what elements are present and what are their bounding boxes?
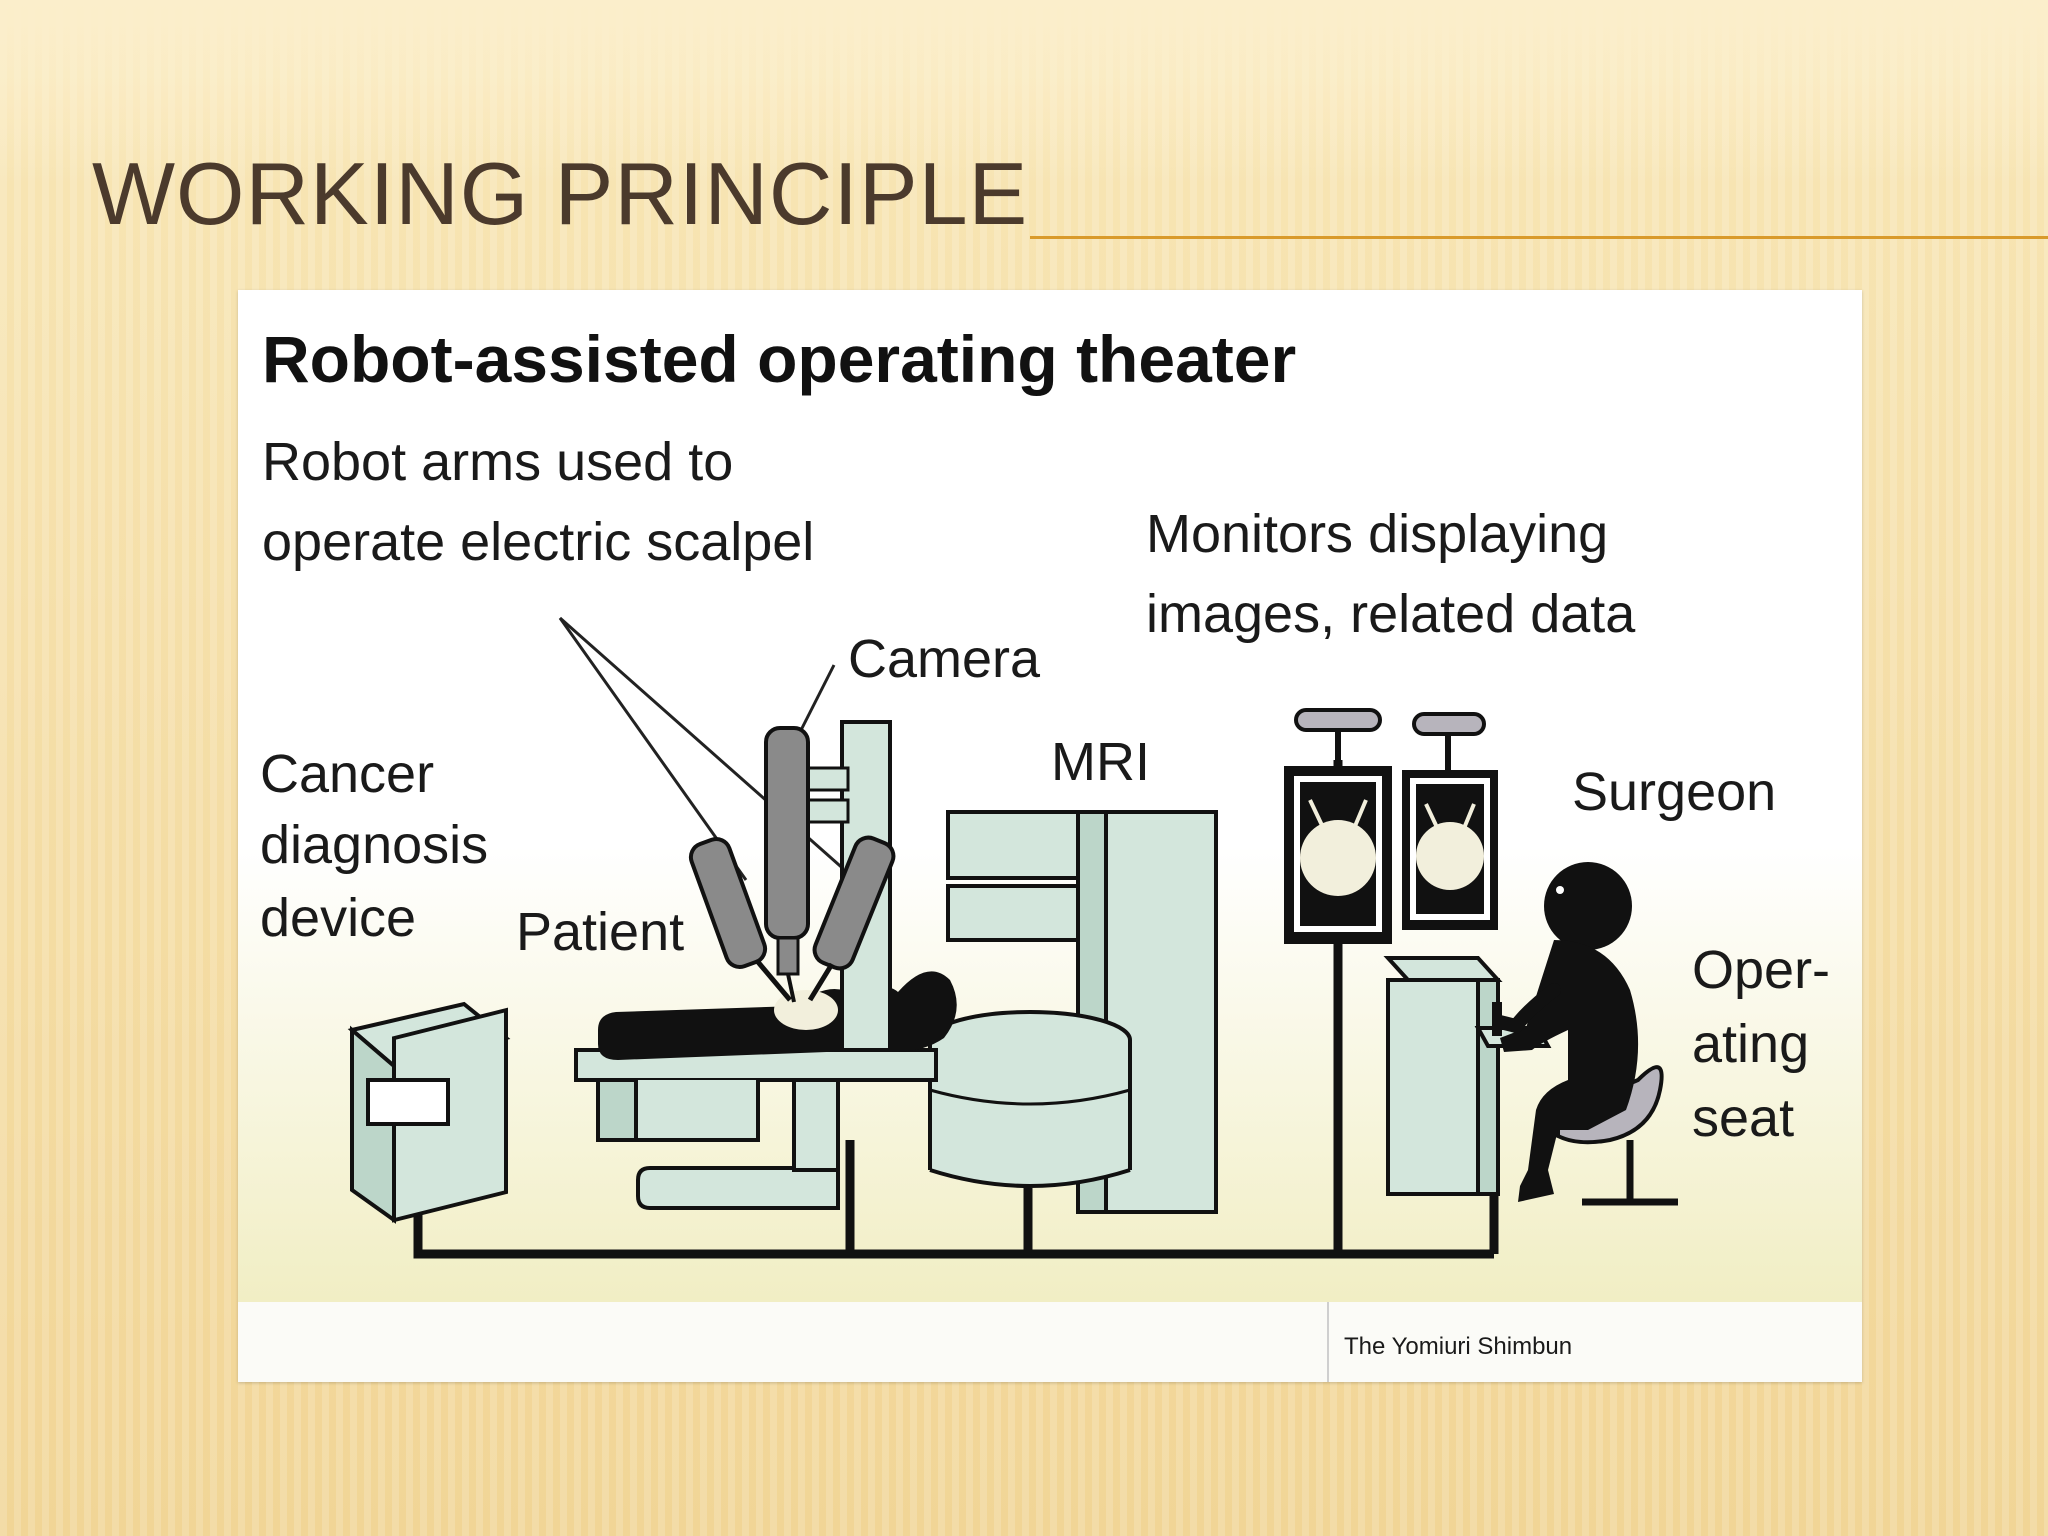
robot-arms-label-line1: Robot arms used to (262, 432, 733, 492)
surgeon-figure (1492, 862, 1639, 1202)
robot-arm-right (807, 835, 896, 1002)
diagram-image: Robot-assisted operating theater Robot a… (238, 290, 1862, 1382)
camera-arm (764, 720, 892, 1052)
slide-title: WORKING PRINCIPLE (92, 144, 1029, 243)
diagram-heading: Robot-assisted operating theater (262, 322, 1296, 396)
seat-label-line1: Oper- (1692, 940, 1830, 1000)
mri-label: MRI (1051, 732, 1150, 792)
mri-machine (928, 810, 1218, 1214)
robot-arms-label-line2: operate electric scalpel (262, 512, 814, 572)
seat-label-line2: ating (1692, 1014, 1809, 1074)
credit-strip (238, 1302, 1862, 1382)
cancer-device-label-line2: diagnosis (260, 815, 488, 875)
monitors-label-line2: images, related data (1146, 584, 1636, 644)
seat-label-line3: seat (1692, 1088, 1794, 1148)
cancer-device-label-line1: Cancer (260, 744, 434, 804)
cancer-diagnosis-device (347, 1001, 511, 1224)
pointer-left-arm (558, 617, 748, 881)
operating-table (574, 1048, 938, 1210)
operating-theater-diagram: Robot-assisted operating theater Robot a… (238, 290, 1862, 1382)
title-divider (1030, 236, 2048, 239)
robot-arm-left (688, 837, 792, 1002)
monitor-left (1284, 708, 1392, 944)
monitor-right (1402, 712, 1498, 930)
connection-cable (413, 1210, 1494, 1259)
image-credit: The Yomiuri Shimbun (1344, 1333, 1572, 1360)
surgeon-label: Surgeon (1572, 762, 1776, 822)
pointer-camera (794, 664, 836, 741)
cancer-device-label-line3: device (260, 888, 416, 948)
patient-label: Patient (516, 902, 684, 962)
camera-label: Camera (848, 629, 1041, 689)
monitors-label-line1: Monitors displaying (1146, 504, 1608, 564)
